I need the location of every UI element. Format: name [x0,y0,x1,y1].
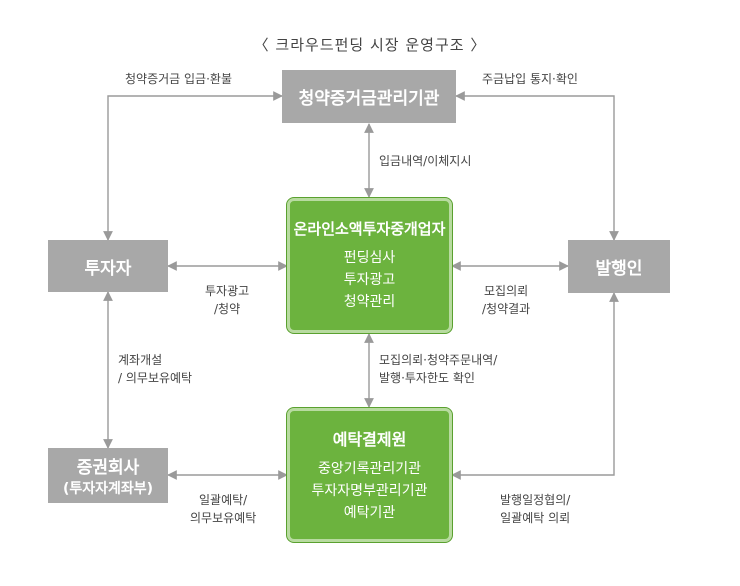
edge-label-line: /청약 [214,302,241,316]
node-ksd-line: 투자자명부관리기관 [311,483,428,499]
edge-investor-clearing [103,91,283,241]
node-clearing-label: 청약증거금관리기관 [298,89,440,109]
edge-label-deposit-refund: 청약증거금 입금·환불 [125,72,232,86]
edge-label-line: 의무보유예탁 [190,511,257,525]
edge-label-schedule: 발행일정협의/ 일괄예탁 의뢰 [500,491,570,527]
edge-label-account: 계좌개설 / 의무보유예탁 [118,351,192,387]
edge-label-line: 모집의뢰 [484,284,529,298]
node-investor: 투자자 [48,240,168,292]
node-securities-label: 증권회사 [76,458,140,478]
node-issuer: 발행인 [568,240,670,293]
edge-issuer-ksd [451,292,619,480]
node-broker-line: 투자광고 [343,272,396,288]
edge-label-line: /청약결과 [482,302,531,316]
edge-label-transfer-detail: 입금내역/이체지시 [379,154,472,168]
edge-label-line: 일괄예탁 의뢰 [500,511,571,525]
edge-clearing-issuer [455,91,619,241]
node-broker: 온라인소액투자중개업자 펀딩심사 투자광고 청약관리 [287,198,452,333]
edge-label-line: 발행일정협의/ [500,493,571,507]
edge-label-recruit-check: 모집의뢰·청약주문내역/ 발행·투자한도 확인 [379,351,497,387]
node-securities: 증권회사 (투자자계좌부) [48,448,168,503]
node-securities-sublabel: (투자자계좌부) [62,481,154,497]
node-ksd-line: 예탁기관 [343,505,396,521]
node-ksd-header: 예탁결제원 [332,430,407,449]
edge-label-line: 투자광고 [205,284,250,298]
edge-label-payment-notice: 주금납입 통지·확인 [482,72,578,86]
edge-label-line: 일괄예탁/ [199,493,248,507]
node-broker-header: 온라인소액투자중개업자 [293,220,446,238]
edge-label-invest-ad: 투자광고 /청약 [205,282,249,318]
edge-label-bulk: 일괄예탁/ 의무보유예탁 [190,491,256,527]
edge-label-line: 모집의뢰·청약주문내역/ [379,353,498,367]
diagram-title: 〈 크라우드펀딩 시장 운영구조 〉 [253,36,487,54]
node-issuer-label: 발행인 [595,259,643,279]
node-investor-label: 투자자 [84,258,132,279]
edge-label-line: 발행·투자한도 확인 [379,371,475,385]
node-ksd: 예탁결제원 중앙기록관리기관 투자자명부관리기관 예탁기관 [287,408,452,542]
edge-label-line: / 의무보유예탁 [118,371,193,385]
node-clearing: 청약증거금관리기관 [282,70,456,123]
node-broker-line: 펀딩심사 [343,250,396,266]
edge-label-line: 계좌개설 [118,353,163,367]
node-ksd-line: 중앙기록관리기관 [317,461,422,477]
edge-label-recruit: 모집의뢰 /청약결과 [482,282,530,318]
node-broker-line: 청약관리 [343,294,396,310]
